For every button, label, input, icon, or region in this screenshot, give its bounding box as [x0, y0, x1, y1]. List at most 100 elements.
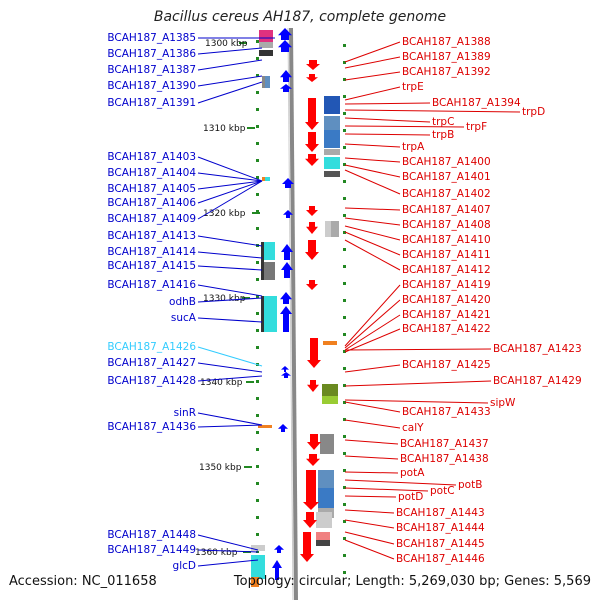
- right-gene-connector: [344, 519, 395, 529]
- right-gene-label[interactable]: trpA: [402, 141, 425, 153]
- right-gene-label[interactable]: potC: [430, 485, 455, 497]
- right-gene-label[interactable]: BCAH187_A1437: [400, 438, 489, 450]
- left-gene-label[interactable]: BCAH187_A1426: [107, 341, 196, 353]
- left-gene-label[interactable]: BCAH187_A1391: [107, 97, 196, 109]
- homology-block: [324, 130, 340, 148]
- left-gene-label[interactable]: BCAH187_A1387: [107, 64, 196, 76]
- left-gene-label[interactable]: BCAH187_A1414: [107, 246, 196, 258]
- right-gene-label[interactable]: BCAH187_A1433: [402, 406, 491, 418]
- right-gene-label[interactable]: BCAH187_A1420: [402, 294, 491, 306]
- right-gene-label[interactable]: trpD: [522, 106, 545, 118]
- right-gene-label[interactable]: BCAH187_A1408: [402, 219, 491, 231]
- right-gene-label[interactable]: potA: [400, 467, 425, 479]
- right-gene-label[interactable]: BCAH187_A1410: [402, 234, 491, 246]
- left-gene-label[interactable]: BCAH187_A1404: [107, 167, 196, 179]
- reverse-gene-arrow: [306, 60, 320, 70]
- homology-block: [316, 540, 330, 546]
- right-gene-label[interactable]: sipW: [490, 397, 516, 409]
- right-gene-label[interactable]: BCAH187_A1400: [402, 156, 491, 168]
- minor-tick: [256, 329, 259, 332]
- right-gene-label[interactable]: trpB: [432, 129, 454, 141]
- right-gene-label[interactable]: BCAH187_A1425: [402, 359, 491, 371]
- reverse-gene-arrow: [300, 532, 314, 562]
- minor-tick: [343, 350, 346, 353]
- minor-tick: [343, 452, 346, 455]
- right-gene-label[interactable]: BCAH187_A1422: [402, 323, 491, 335]
- scale-label: 1360 kbp: [195, 548, 238, 558]
- left-gene-label[interactable]: BCAH187_A1405: [107, 183, 196, 195]
- right-gene-label[interactable]: BCAH187_A1407: [402, 204, 491, 216]
- right-gene-label[interactable]: BCAH187_A1389: [402, 51, 491, 63]
- right-gene-connector: [344, 531, 395, 545]
- left-gene-label[interactable]: BCAH187_A1413: [107, 230, 196, 242]
- left-gene-label[interactable]: BCAH187_A1406: [107, 197, 196, 209]
- right-gene-label[interactable]: BCAH187_A1445: [396, 538, 485, 550]
- right-gene-label[interactable]: BCAH187_A1388: [402, 36, 491, 48]
- homology-block: [259, 50, 273, 56]
- right-gene-label[interactable]: BCAH187_A1401: [402, 171, 491, 183]
- left-gene-label[interactable]: BCAH187_A1436: [107, 421, 196, 433]
- minor-tick: [256, 278, 259, 281]
- left-gene-label[interactable]: BCAH187_A1448: [107, 529, 196, 541]
- minor-tick: [256, 448, 259, 451]
- right-gene-label[interactable]: BCAH187_A1411: [402, 249, 491, 261]
- right-gene-label[interactable]: trpF: [466, 121, 487, 133]
- right-gene-label[interactable]: BCAH187_A1421: [402, 309, 491, 321]
- right-gene-label[interactable]: BCAH187_A1446: [396, 553, 485, 565]
- right-gene-label[interactable]: BCAH187_A1419: [402, 279, 491, 291]
- accession-label: Accession: NC_011658: [9, 574, 157, 589]
- left-gene-label[interactable]: sucA: [171, 312, 197, 324]
- homology-block: [324, 157, 340, 169]
- right-gene-connector: [344, 125, 465, 128]
- right-gene-label[interactable]: BCAH187_A1412: [402, 264, 491, 276]
- left-gene-label[interactable]: BCAH187_A1386: [107, 48, 196, 60]
- right-gene-label[interactable]: BCAH187_A1394: [432, 97, 521, 109]
- right-gene-connector: [344, 225, 401, 241]
- right-gene-label[interactable]: BCAH187_A1443: [396, 507, 485, 519]
- minor-tick: [343, 180, 346, 183]
- right-gene-label[interactable]: potD: [398, 491, 423, 503]
- right-gene-label[interactable]: BCAH187_A1438: [400, 453, 489, 465]
- left-gene-label[interactable]: odhB: [169, 296, 196, 308]
- map-title: Bacillus cereus AH187, complete genome: [153, 9, 447, 25]
- minor-tick: [256, 108, 259, 111]
- minor-tick: [343, 248, 346, 251]
- left-gene-label[interactable]: BCAH187_A1390: [107, 80, 196, 92]
- right-gene-label[interactable]: BCAH187_A1392: [402, 66, 491, 78]
- right-gene-label[interactable]: calY: [402, 422, 424, 434]
- right-gene-label[interactable]: BCAH187_A1444: [396, 522, 485, 534]
- left-gene-label[interactable]: BCAH187_A1428: [107, 375, 196, 387]
- reverse-gene-arrow: [303, 470, 319, 510]
- left-gene-label[interactable]: BCAH187_A1427: [107, 357, 196, 369]
- right-gene-label[interactable]: BCAH187_A1423: [493, 343, 582, 355]
- minor-tick: [256, 40, 259, 43]
- reverse-gene-arrow: [303, 512, 317, 528]
- left-gene-label[interactable]: BCAH187_A1403: [107, 151, 196, 163]
- left-gene-label[interactable]: BCAH187_A1415: [107, 260, 196, 272]
- left-gene-label[interactable]: BCAH187_A1416: [107, 279, 196, 291]
- right-gene-label[interactable]: BCAH187_A1429: [493, 375, 582, 387]
- right-gene-label[interactable]: trpE: [402, 81, 424, 93]
- right-gene-connector: [344, 71, 401, 81]
- right-gene-connector: [344, 348, 492, 351]
- left-gene-label[interactable]: BCAH187_A1409: [107, 213, 196, 225]
- minor-tick: [256, 431, 259, 434]
- right-gene-label[interactable]: trpC: [432, 116, 454, 128]
- homology-block: [259, 42, 273, 48]
- right-gene-label[interactable]: potB: [458, 479, 482, 491]
- forward-gene-arrow: [283, 210, 293, 218]
- left-gene-label[interactable]: glcD: [173, 560, 196, 572]
- minor-tick: [343, 520, 346, 523]
- left-gene-label[interactable]: BCAH187_A1449: [107, 544, 196, 556]
- minor-tick: [343, 282, 346, 285]
- left-gene-label[interactable]: BCAH187_A1385: [107, 32, 196, 44]
- left-gene-label[interactable]: sinR: [174, 407, 196, 419]
- right-gene-label[interactable]: BCAH187_A1402: [402, 188, 491, 200]
- forward-gene-arrow: [278, 40, 292, 52]
- reverse-gene-arrow: [305, 98, 319, 130]
- homology-block: [320, 434, 334, 454]
- right-gene-connector: [344, 399, 489, 404]
- right-gene-connector: [344, 217, 401, 226]
- minor-tick: [256, 295, 259, 298]
- forward-gene-arrow: [280, 84, 292, 92]
